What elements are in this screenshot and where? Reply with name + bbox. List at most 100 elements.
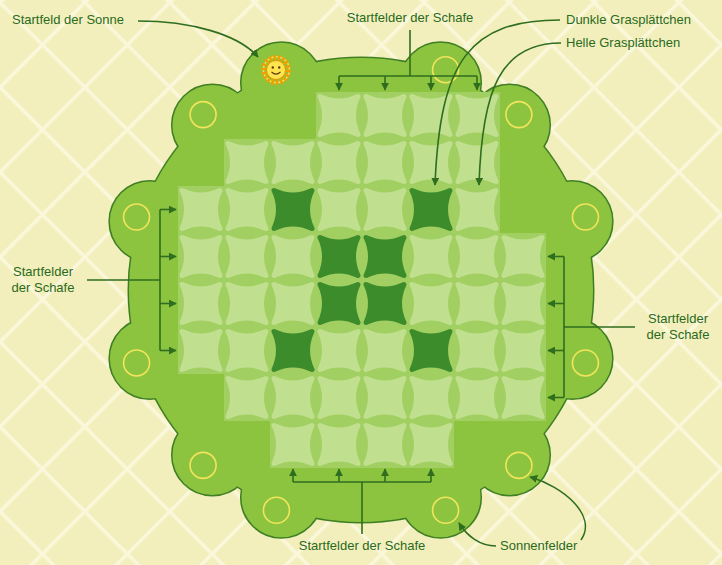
tile-cell (270, 374, 316, 421)
board-lobe (241, 43, 321, 123)
board-lobe (110, 181, 190, 261)
tile-cell (362, 280, 408, 327)
dark-grass-tile (274, 332, 312, 370)
tile-cell (316, 233, 362, 280)
sun-field (572, 204, 598, 230)
leader-line (435, 20, 560, 185)
light-grass-tile (366, 191, 404, 229)
start-arrow (160, 256, 176, 258)
sun-field (124, 350, 150, 376)
tile-cell (224, 280, 270, 327)
board-label: Startfelder der Schafe (638, 311, 718, 343)
board-lobe (110, 319, 190, 399)
light-grass-tile (228, 238, 266, 276)
light-grass-tile (274, 238, 312, 276)
tile-cell (408, 186, 454, 233)
tile-cell (454, 139, 500, 186)
sun-eye (278, 66, 280, 68)
board-lobe (470, 415, 550, 495)
dark-grass-tile (366, 238, 404, 276)
leader-line (530, 477, 585, 540)
tile-cell (454, 92, 500, 139)
sun-smile (272, 72, 281, 74)
light-grass-tile (412, 238, 450, 276)
sun-rays (264, 58, 289, 83)
tile-cell (408, 374, 454, 421)
light-grass-tile (320, 379, 358, 417)
start-arrow (548, 350, 564, 352)
tile-cell (454, 186, 500, 233)
light-grass-tile (412, 426, 450, 464)
start-arrow (476, 76, 478, 90)
board-label: Sonnenfelder (500, 538, 577, 554)
light-grass-tile (504, 285, 542, 323)
board-lobe (172, 415, 252, 495)
light-grass-tile (458, 285, 496, 323)
tile-cell (270, 327, 316, 374)
sun-face (267, 61, 286, 80)
start-arrow (292, 469, 294, 482)
tile-cell (454, 327, 500, 374)
tile-cell (270, 421, 316, 468)
sun-fields (124, 57, 599, 524)
board-lobe (241, 457, 321, 537)
start-arrow (430, 469, 432, 482)
light-grass-tile (182, 191, 220, 229)
board-label: Startfelder der Schafe (299, 538, 425, 554)
board-label: Startfelder der Schafe (3, 264, 83, 296)
board-body (129, 58, 593, 522)
tile-cell (224, 374, 270, 421)
light-grass-tile (274, 379, 312, 417)
light-grass-tile (458, 191, 496, 229)
board-lobe (172, 415, 252, 495)
tile-cell (362, 186, 408, 233)
tile-cell (178, 233, 224, 280)
tile-cell (316, 327, 362, 374)
light-grass-tile (182, 332, 220, 370)
dark-grass-tile (412, 191, 450, 229)
light-grass-tile (274, 426, 312, 464)
light-grass-tile (458, 238, 496, 276)
grass-tiles (178, 92, 546, 468)
light-grass-tile (320, 97, 358, 135)
sun-field (263, 57, 289, 83)
light-grass-tile (366, 379, 404, 417)
light-grass-tile (320, 426, 358, 464)
light-grass-tile (504, 379, 542, 417)
board-label: Startfeld der Sonne (12, 12, 124, 28)
tile-cell (454, 233, 500, 280)
board-body (129, 58, 593, 522)
dark-grass-tile (320, 238, 358, 276)
light-grass-tile (320, 191, 358, 229)
light-grass-tile (228, 144, 266, 182)
start-arrows (87, 30, 635, 534)
tile-cell (408, 92, 454, 139)
tile-cell (362, 139, 408, 186)
board-lobe (241, 43, 321, 123)
sun-field (263, 497, 289, 523)
light-grass-tile (458, 379, 496, 417)
tile-cell (362, 327, 408, 374)
sun-field (572, 350, 598, 376)
start-arrow (384, 469, 386, 482)
light-grass-tile (412, 285, 450, 323)
tile-cell (316, 280, 362, 327)
tile-cell (500, 327, 546, 374)
tile-cell (224, 139, 270, 186)
light-grass-tile (412, 144, 450, 182)
start-arrow (548, 397, 564, 399)
light-grass-tile (320, 332, 358, 370)
sun-eye (272, 66, 274, 68)
light-grass-tile (458, 97, 496, 135)
tile-cell (316, 92, 362, 139)
light-grass-tile (366, 144, 404, 182)
leader-line (479, 43, 561, 185)
tile-cell (362, 233, 408, 280)
light-grass-tile (458, 332, 496, 370)
board-lobe (401, 457, 481, 537)
tile-cell (178, 327, 224, 374)
start-arrow (430, 76, 432, 90)
tile-cell (408, 327, 454, 374)
